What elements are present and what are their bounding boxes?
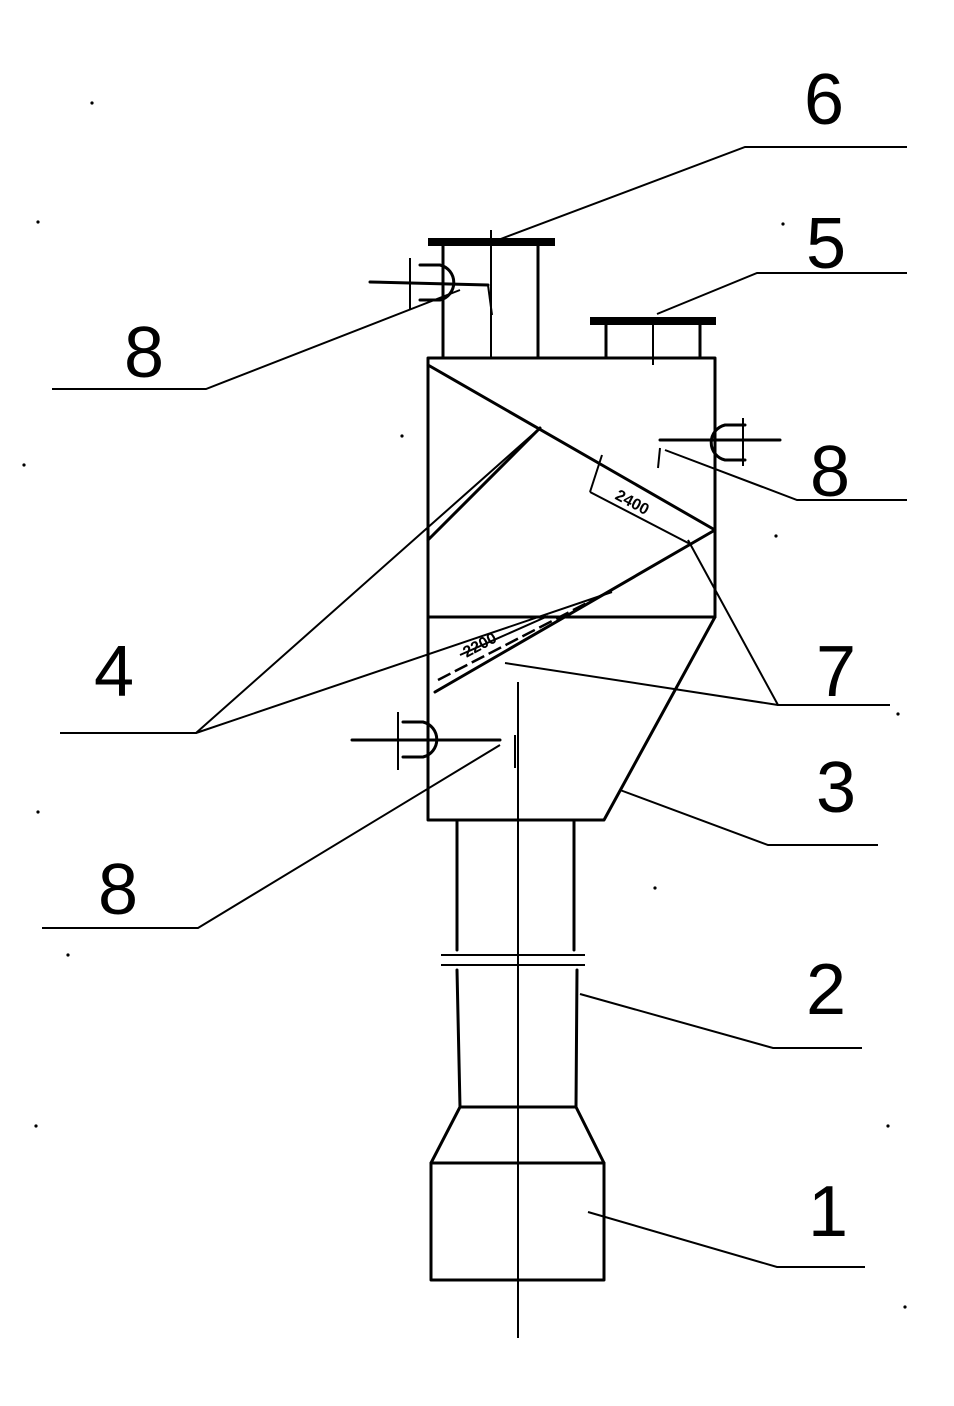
- label-7: 7: [816, 632, 856, 712]
- label-4: 4: [94, 632, 134, 712]
- component-3-vessel: [428, 358, 715, 820]
- label-2: 2: [806, 950, 846, 1030]
- component-2-column: [441, 820, 585, 1107]
- label-5: 5: [806, 204, 846, 284]
- label-6-top: 6: [804, 60, 844, 140]
- component-8-probe-right: [658, 418, 780, 468]
- label-8-right: 8: [810, 432, 850, 512]
- label-8-lower-left: 8: [98, 850, 138, 930]
- leader-lines: [42, 147, 907, 1267]
- label-8-upper-left: 8: [124, 313, 164, 393]
- label-3: 3: [816, 748, 856, 828]
- component-8-probe-lower-left: [352, 712, 515, 770]
- component-8-probe-upper-left: [370, 258, 492, 315]
- label-1: 1: [808, 1172, 848, 1252]
